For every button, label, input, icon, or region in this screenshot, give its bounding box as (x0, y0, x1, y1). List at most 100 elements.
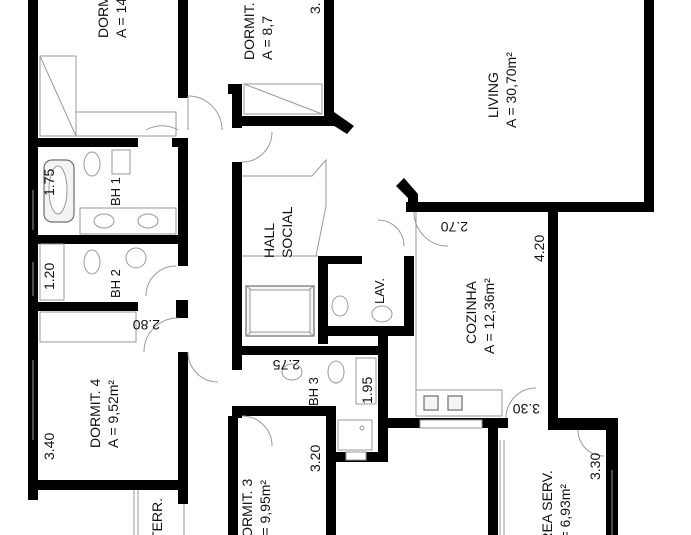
hall-closet-outline (242, 158, 327, 257)
wall-bh3-right (378, 336, 388, 462)
room-name-dormit-top-mid: DORMIT. (241, 2, 257, 60)
room-name-hall-line2: SOCIAL (279, 206, 295, 258)
room-name-terr: TERR. (149, 498, 165, 535)
wardrobe-dormit4 (39, 311, 137, 343)
wall-lav-right (404, 256, 414, 334)
wardrobe-top-mid-diagonal (243, 83, 323, 115)
dim-3-40: 3.40 (41, 433, 57, 460)
wall-dormit3-right (326, 460, 336, 535)
wall-living-chamfer-bottom (396, 178, 418, 212)
room-area-dormit3: A = 9,95m² (257, 480, 273, 535)
wall-bh1-top (38, 138, 138, 147)
fixtures (32, 55, 613, 535)
bidet-bh1 (111, 149, 131, 175)
room-area-dormit-top-left: A = 14 (113, 0, 129, 38)
wall-living-bottom (406, 202, 654, 212)
room-area-dormit-top-mid: A = 8,7 (259, 16, 275, 60)
door-arc-cozinha (505, 387, 537, 419)
room-name-hall-line1: HALL (261, 223, 277, 258)
wall-living-right (644, 0, 654, 212)
room-labels: DORMIT. A = 14 DORMIT. A = 8,7 LIVING A … (87, 0, 573, 535)
dim-1-95: 1.95 (359, 377, 375, 404)
door-arc-dormit4-a (143, 317, 179, 353)
dim-2-70: 2.70 (441, 219, 468, 235)
shaft-inner (249, 289, 311, 333)
room-area-cozinha: A = 12,36m² (481, 278, 497, 354)
toilet-lav (331, 295, 349, 317)
room-name-living: LIVING (485, 72, 501, 118)
door-arc-bh1 (145, 125, 179, 131)
cooktop-cozinha-b (447, 395, 463, 411)
toilet-bh1 (83, 151, 101, 177)
wall-bh3-shaft-left (326, 406, 336, 460)
door-arc-dormit3 (241, 415, 273, 447)
door-arc-area-serv (577, 429, 605, 457)
dim-1-20: 1.20 (41, 263, 57, 290)
dimension-labels: 3. 1.75 1.20 2.80 3.40 2.70 4.20 2.75 1.… (41, 2, 603, 480)
sink-bh2 (125, 247, 147, 269)
dim-2-75: 2.75 (273, 357, 300, 373)
room-area-living: A = 30,70m² (503, 52, 519, 128)
door-arc-dormit4-b (187, 351, 219, 383)
room-name-bh3: BH 3 (306, 377, 321, 406)
wall-bh3-top (232, 346, 382, 355)
wall-exterior-left (28, 0, 38, 500)
room-name-bh1: BH 1 (108, 177, 123, 206)
door-arc-hall (241, 131, 273, 163)
toilet-bh3 (327, 360, 345, 384)
window-cozinha (419, 419, 483, 429)
wardrobe-dormit-top-left-bottom (75, 111, 177, 137)
wall-lav-left (318, 256, 328, 344)
door-arc-dormit-top-left (187, 95, 223, 131)
wall-area-serv-left (488, 418, 498, 535)
dim-3-20: 3.20 (307, 445, 323, 472)
door-arc-lav (377, 219, 405, 247)
dim-2-80: 2.80 (133, 317, 160, 333)
room-name-cozinha: COZINHA (463, 280, 479, 344)
room-name-dormit3: DORMIT. 3 (239, 479, 255, 535)
room-name-bh2: BH 2 (108, 269, 123, 298)
sink-lav (371, 305, 393, 323)
wall-bh-right (178, 138, 188, 266)
room-name-dormit4: DORMIT. 4 (87, 379, 103, 448)
wall-lav-top (318, 256, 362, 264)
door-arc-bh2 (145, 265, 177, 297)
sink-bh3 (281, 363, 303, 381)
drain-bh3 (359, 425, 365, 431)
shower-bh2 (39, 243, 65, 301)
dim-4-20: 4.20 (531, 235, 547, 262)
wall-dormit3-left-stub (232, 406, 242, 418)
sink-bh1-b (137, 213, 159, 229)
room-name-lav: LAV. (372, 278, 387, 304)
wall-dormit-top-mid-right (324, 0, 334, 126)
walls (28, 0, 654, 535)
door-arc-living-cozinha (413, 211, 449, 247)
wall-dormit-top-left-right (178, 0, 188, 98)
wardrobe-diagonal (39, 55, 77, 137)
wall-lav-bottom (318, 326, 414, 336)
shower-bh3 (355, 357, 377, 405)
room-name-area-serv: ÁREA SERV. (539, 470, 555, 535)
wall-bh2-bottom-right (176, 300, 188, 318)
window-bh3 (345, 451, 367, 461)
bathtub-bh1-basin (48, 165, 68, 215)
wall-cozinha-right (548, 212, 558, 420)
shaft-bh3 (337, 419, 373, 451)
wall-bh3-bottom (232, 406, 336, 416)
wall-bh1-bh2-separator (38, 235, 188, 244)
room-area-area-serv: A = 6,93m² (557, 484, 573, 535)
wall-dormit4-right (178, 352, 188, 504)
dim-3-top: 3. (307, 2, 323, 14)
dim-1-75: 1.75 (41, 169, 57, 196)
sink-bh1-a (93, 213, 115, 229)
wall-dormit-top-mid-left (232, 84, 242, 128)
wall-living-chamfer-top (328, 112, 354, 134)
wall-dormit4-bottom (28, 480, 188, 490)
wall-dormit-top-mid-bottom (232, 116, 340, 126)
wall-dormit3-left (228, 416, 238, 535)
cooktop-cozinha-a (423, 395, 439, 411)
wall-bh2-bottom-left (38, 302, 138, 311)
room-name-dormit-top-left: DORMIT. (95, 0, 111, 38)
